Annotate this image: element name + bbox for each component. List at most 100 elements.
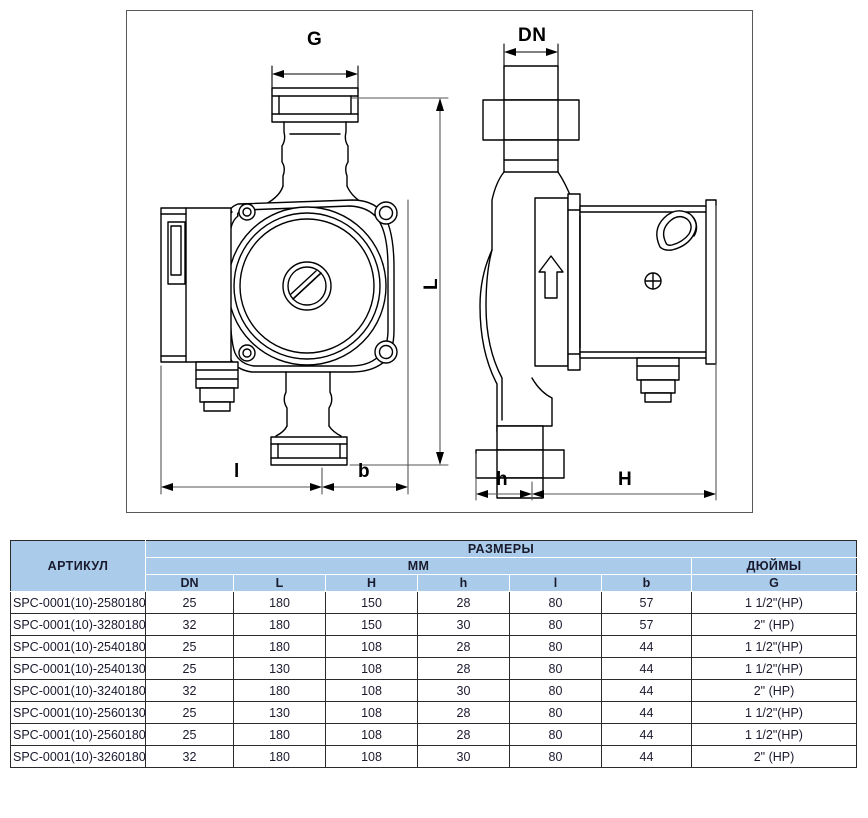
cell-g: 1 1/2"(HP) [691,723,857,746]
cell-h: 108 [325,723,418,746]
header-row-3: DN L H h l b G [11,574,857,592]
pump-technical-drawing [160,43,717,501]
header-col-b: b [601,574,692,592]
cell-l: 80 [509,635,602,658]
header-sizes: РАЗМЕРЫ [145,540,857,558]
cell-g: 2" (HP) [691,613,857,636]
cell-g: 1 1/2"(HP) [691,591,857,614]
cell-article: SPC-0001(10)-2560180 [10,723,146,746]
cell-article: SPC-0001(10)-2560130 [10,701,146,724]
front-motor-face [227,206,387,366]
cell-l: 180 [233,679,326,702]
front-top-flange [271,87,359,123]
side-view [475,65,717,499]
cell-h: 108 [325,635,418,658]
front-inlet-neck [265,121,369,207]
cell-l: 80 [509,679,602,702]
cell-h: 108 [325,679,418,702]
header-article: АРТИКУЛ [10,540,146,592]
cell-h: 150 [325,591,418,614]
header-row-1: АРТИКУЛ РАЗМЕРЫ [10,540,857,592]
cell-b: 44 [601,701,692,724]
cell-l: 130 [233,701,326,724]
dimension-label-DN: DN [518,25,547,46]
cell-article: SPC-0001(10)-2580180 [10,591,146,614]
cell-h: 28 [417,701,510,724]
cell-h: 28 [417,635,510,658]
header-col-l-minor: l [509,574,602,592]
cell-h: 30 [417,679,510,702]
cell-l: 180 [233,745,326,768]
cell-h: 108 [325,657,418,680]
cell-b: 57 [601,613,692,636]
speed-selector-knob [656,210,698,251]
cell-dn: 25 [145,657,234,680]
cell-dn: 32 [145,679,234,702]
specifications-table: АРТИКУЛ РАЗМЕРЫ ММ ДЮЙМЫ DN L H h l b G … [10,540,857,768]
dimension-label-G: G [307,29,323,50]
cell-l: 80 [509,613,602,636]
side-cable-gland [636,357,680,403]
cell-g: 1 1/2"(HP) [691,701,857,724]
side-volute-body [479,215,573,427]
header-col-g: G [691,574,857,592]
cell-h: 108 [325,701,418,724]
dimension-label-l: l [234,461,240,482]
side-outlet-flange [475,425,565,499]
header-col-h-minor: h [417,574,510,592]
cell-l: 80 [509,657,602,680]
cell-l: 130 [233,657,326,680]
cell-article: SPC-0001(10)-2540130 [10,657,146,680]
front-terminal-box [160,207,232,363]
front-bolt-bosses [238,201,398,364]
cell-b: 44 [601,745,692,768]
dimension-label-b: b [358,461,371,482]
side-inlet-neck [491,139,573,251]
header-col-l-major: L [233,574,326,592]
cell-g: 1 1/2"(HP) [691,635,857,658]
front-cable-gland [195,361,239,412]
cell-l: 180 [233,591,326,614]
specifications-table-container: АРТИКУЛ РАЗМЕРЫ ММ ДЮЙМЫ DN L H h l b G … [10,540,857,768]
cell-dn: 25 [145,591,234,614]
front-view [160,87,398,466]
side-view-dimensions [475,43,717,501]
cell-l: 180 [233,723,326,746]
cell-g: 2" (HP) [691,745,857,768]
cell-dn: 25 [145,701,234,724]
cell-b: 57 [601,591,692,614]
cell-b: 44 [601,657,692,680]
dimension-label-h: h [496,469,509,490]
cell-h: 28 [417,591,510,614]
cell-l: 80 [509,591,602,614]
cell-g: 1 1/2"(HP) [691,657,857,680]
cell-dn: 32 [145,613,234,636]
header-col-dn: DN [145,574,234,592]
cell-h: 150 [325,613,418,636]
cell-h: 30 [417,745,510,768]
table-header: АРТИКУЛ РАЗМЕРЫ ММ ДЮЙМЫ DN L H h l b G [10,540,857,592]
cell-article: SPC-0001(10)-2540180 [10,635,146,658]
cell-h: 28 [417,657,510,680]
front-bottom-flange [270,436,348,466]
cell-article: SPC-0001(10)-3260180 [10,745,146,768]
header-col-h-major: H [325,574,418,592]
cell-article: SPC-0001(10)-3280180 [10,613,146,636]
cell-l: 180 [233,635,326,658]
cell-l: 80 [509,723,602,746]
cell-g: 2" (HP) [691,679,857,702]
front-view-dimensions [160,65,449,495]
cell-dn: 32 [145,745,234,768]
front-outlet-neck [275,371,342,437]
header-unit-inches: ДЮЙМЫ [691,557,857,575]
cell-h: 30 [417,613,510,636]
